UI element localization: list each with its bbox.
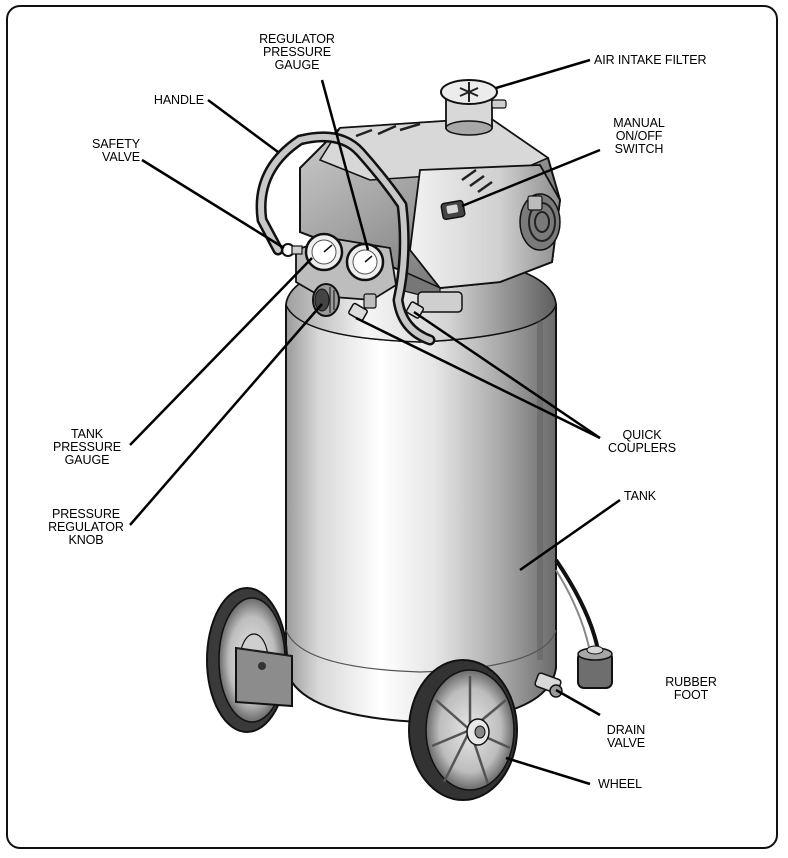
air-intake-filter xyxy=(440,79,507,136)
label-regulator-pressure-gauge: REGULATOR PRESSURE GAUGE xyxy=(259,32,335,72)
label-tank: TANK xyxy=(624,489,657,503)
label-rubber-foot: RUBBER FOOT xyxy=(665,675,717,702)
label-handle: HANDLE xyxy=(153,93,204,107)
left-wheel xyxy=(206,587,293,733)
safety-valve xyxy=(281,243,303,257)
label-wheel: WHEEL xyxy=(598,777,642,791)
handle xyxy=(255,131,436,346)
quick-coupler-left xyxy=(348,293,377,322)
diagram-frame xyxy=(6,5,778,849)
drain-valve xyxy=(534,672,563,698)
wheel xyxy=(408,659,518,801)
label-air-intake-filter: AIR INTAKE FILTER xyxy=(594,53,707,67)
label-safety-valve: SAFETY VALVE xyxy=(91,137,140,164)
rubber-foot xyxy=(554,558,613,689)
manifold xyxy=(281,232,425,322)
manual-on-off-switch xyxy=(440,199,466,221)
regulator-pressure-gauge xyxy=(345,242,385,282)
label-manual-on-off-switch: MANUAL ON/OFF SWITCH xyxy=(613,116,665,156)
label-drain-valve: DRAIN VALVE xyxy=(606,723,646,750)
tank xyxy=(285,253,557,724)
tank-pressure-gauge xyxy=(304,232,344,272)
quick-coupler-right xyxy=(405,301,425,319)
label-tank-pressure-gauge: TANK PRESSURE GAUGE xyxy=(53,427,121,467)
label-pressure-regulator-knob: PRESSURE REGULATOR KNOB xyxy=(48,507,124,547)
label-quick-couplers: QUICK COUPLERS xyxy=(608,428,676,455)
leader-lines xyxy=(129,58,621,786)
